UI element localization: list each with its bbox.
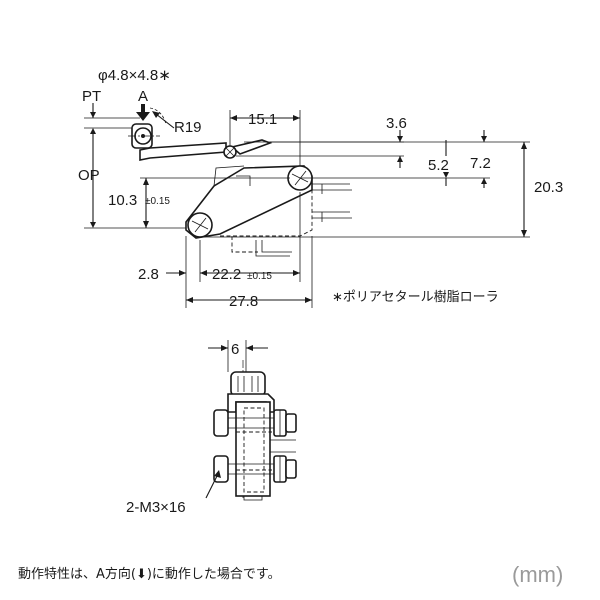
mounting-screw-lower — [213, 455, 297, 483]
dim-15-1: 15.1 — [248, 111, 277, 128]
roller-top-view — [230, 371, 266, 397]
screw-spec-label: 2-M3×16 — [126, 499, 186, 516]
bottom-view: 6 — [126, 340, 297, 516]
front-view: φ4.8×4.8∗ PT A OP R19 — [78, 67, 563, 310]
dim-6: 6 — [231, 341, 239, 358]
dim-20-3: 20.3 — [534, 179, 563, 196]
lever-radius-label: R19 — [174, 119, 202, 136]
switch-body-bottom — [235, 401, 271, 497]
mounting-screw-left — [187, 212, 213, 238]
dim-10-3: 10.3 — [108, 192, 137, 209]
dim-5-2: 5.2 — [428, 157, 449, 174]
dim-3-6: 3.6 — [386, 115, 407, 132]
a-direction-label: A — [138, 88, 148, 105]
roller — [128, 123, 160, 149]
material-note: ∗ポリアセタール樹脂ローラ — [332, 290, 499, 305]
dim-27-8: 27.8 — [229, 293, 258, 310]
a-direction-arrow-icon — [136, 104, 150, 121]
roller-diameter-label: φ4.8×4.8∗ — [98, 67, 171, 84]
terminals — [255, 183, 352, 257]
op-label: OP — [78, 167, 100, 184]
unit-label: (mm) — [512, 562, 563, 587]
dim-10-3-tolerance: ±0.15 — [145, 196, 170, 207]
dim-2-8: 2.8 — [138, 266, 159, 283]
lever-pivot — [223, 145, 237, 159]
pt-label: PT — [82, 88, 101, 105]
dim-22-2: 22.2 — [212, 266, 241, 283]
footnote: 動作特性は、A方向(⬇)に動作した場合です。 — [18, 566, 281, 582]
lever-arm — [139, 142, 227, 161]
dim-7-2: 7.2 — [470, 155, 491, 172]
mounting-screw-upper — [213, 409, 297, 437]
dim-22-2-tolerance: ±0.15 — [247, 271, 272, 282]
